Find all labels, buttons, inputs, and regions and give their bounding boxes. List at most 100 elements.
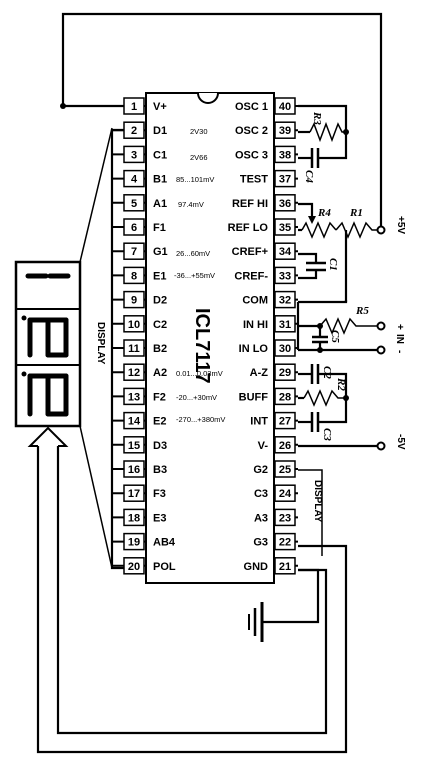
pin-number-box [123, 315, 145, 333]
negative-supply: -5V [298, 434, 406, 451]
pin-number-box [123, 290, 145, 309]
pin-number-box [123, 194, 145, 212]
bus-line-lower [79, 425, 113, 569]
display-label-right: DISPLAY [312, 480, 323, 523]
label-r5: R5 [355, 305, 369, 317]
pin-label: REF LO [228, 222, 269, 234]
arrow-into-display [27, 426, 69, 447]
chip: ICL7117 [145, 92, 275, 584]
pin-number-box [123, 97, 145, 115]
pin-label: G3 [253, 537, 268, 549]
voltage-cref-plus: 26...60mV [176, 249, 210, 258]
pin-29: 29A-Z [250, 363, 298, 381]
pin-number: 22 [279, 537, 291, 549]
pin-number-box [274, 145, 296, 164]
pin-label: C1 [153, 149, 167, 161]
pin-label: E3 [153, 512, 166, 524]
pin-26: 26 V- [258, 436, 298, 454]
pin-number: 27 [279, 416, 291, 428]
pin-number: 9 [131, 295, 137, 307]
pin-number: 14 [128, 416, 141, 428]
input-minus: - [394, 350, 405, 353]
pin-label: A-Z [250, 367, 269, 379]
pin-label: D2 [153, 295, 167, 307]
pin-number-box [123, 266, 145, 285]
ground-symbol [248, 568, 320, 642]
pin-label: B1 [153, 174, 167, 186]
pin-number: 6 [131, 222, 137, 234]
pin-number: 16 [128, 464, 140, 476]
pin-label: POL [153, 561, 176, 573]
pin-number-box [274, 266, 296, 285]
pin-39: 39 OSC 2 [235, 121, 298, 139]
pin-6: 6 F1 [112, 218, 166, 236]
voltage-readings: 2V30 2V66 85...101mV 97.4mV 26...60mV -3… [174, 127, 225, 424]
pin-number-box [274, 169, 296, 188]
pin-number: 8 [131, 270, 137, 282]
resistor-r5 [319, 317, 381, 335]
input-label: IN [394, 334, 405, 344]
pin-number-box [274, 97, 296, 115]
pin-number: 37 [279, 174, 291, 186]
pin-number: 39 [279, 125, 291, 137]
pin-number-box [123, 363, 145, 381]
chip-name: ICL7117 [191, 308, 213, 384]
pin-17: 17 F3 [112, 484, 166, 502]
resistor-r2 [303, 389, 346, 407]
pin-number: 15 [128, 440, 140, 452]
pin-label: OSC 1 [235, 101, 268, 113]
pin-label: G2 [253, 464, 268, 476]
pin-label: COM [242, 295, 268, 307]
integrator-network: C2 R2 C3 [298, 364, 349, 441]
pin-label: F3 [153, 488, 166, 500]
wire-display-return-outer [36, 445, 348, 754]
pin-number: 10 [128, 319, 140, 331]
pin-number: 25 [279, 464, 291, 476]
pin-number: 19 [128, 537, 140, 549]
pin-number-box [274, 532, 296, 551]
pin-22: 22 G3 [253, 532, 298, 551]
pin-number: 7 [131, 246, 137, 258]
pin-number-box [123, 411, 145, 430]
pin-label: IN LO [239, 343, 269, 355]
pin-number-box [123, 387, 145, 406]
pin-number-box [123, 218, 145, 236]
pin-label: A3 [254, 512, 268, 524]
pin-label: E1 [153, 270, 166, 282]
voltage-cref-minus: -36...+55mV [174, 271, 215, 280]
pin-number-box [123, 508, 145, 527]
pin-label: REF HI [232, 198, 268, 210]
bus-line-upper [79, 127, 113, 263]
pin-number-box [123, 242, 145, 260]
display-bus-right [298, 469, 323, 556]
pin-label: CREF- [234, 270, 268, 282]
voltage-osc3: 2V66 [190, 153, 208, 162]
pin-label: OSC 2 [235, 125, 268, 137]
pin-number: 26 [279, 440, 291, 452]
pin-number-box [123, 436, 145, 454]
cref-capacitor: C1 [298, 252, 339, 280]
pin-label: F1 [153, 222, 166, 234]
pin-number: 23 [279, 512, 291, 524]
voltage-ref-hi: 97.4mV [178, 200, 204, 209]
pin-label: V- [258, 440, 269, 452]
pin-8: 8 E1 [112, 266, 166, 285]
pin-number-box [274, 436, 296, 454]
pin-number: 12 [128, 367, 140, 379]
pin-number-box [274, 242, 296, 260]
display-label-left: DISPLAY [95, 322, 106, 365]
pin-label: C2 [153, 319, 167, 331]
potentiometer-r4 [301, 221, 337, 239]
pin-number: 17 [128, 488, 140, 500]
pin-label: BUFF [239, 391, 269, 403]
